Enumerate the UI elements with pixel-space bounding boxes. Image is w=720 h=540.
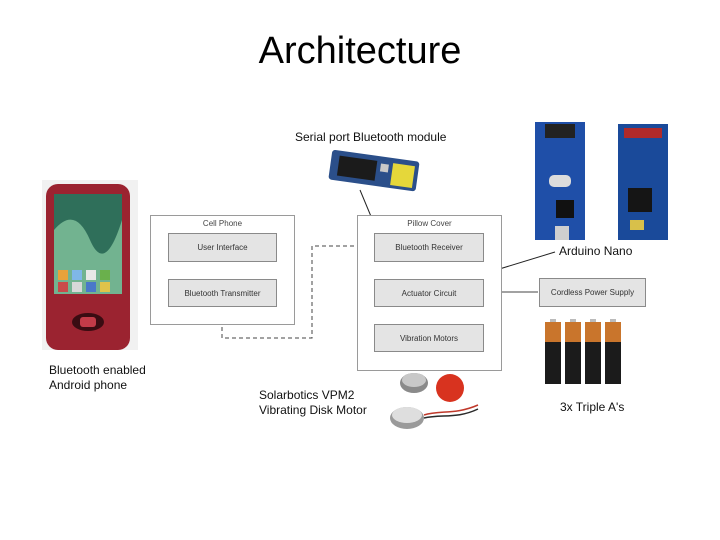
bt-module-caption: Serial port Bluetooth module: [295, 130, 447, 144]
cell-phone-panel-title: Cell Phone: [202, 219, 243, 228]
user-interface-box: User Interface: [168, 233, 277, 262]
actuator-circuit-box: Actuator Circuit: [374, 279, 484, 307]
phone-caption: Bluetooth enabled Android phone: [49, 363, 146, 392]
battery-caption: 3x Triple A's: [560, 400, 625, 414]
wireless-link-dashed: [221, 243, 372, 339]
arduino-caption: Arduino Nano: [559, 244, 633, 258]
motor-caption: Solarbotics VPM2 Vibrating Disk Motor: [259, 388, 367, 417]
power-supply-box: Cordless Power Supply: [539, 278, 646, 307]
cell-phone-panel: Cell Phone: [150, 215, 295, 325]
slide-title: Architecture: [258, 30, 462, 72]
bt-transmitter-box: Bluetooth Transmitter: [168, 279, 277, 307]
pillow-cover-panel-title: Pillow Cover: [407, 219, 452, 228]
bt-receiver-box: Bluetooth Receiver: [374, 233, 484, 262]
vibration-motors-box: Vibration Motors: [374, 324, 484, 352]
